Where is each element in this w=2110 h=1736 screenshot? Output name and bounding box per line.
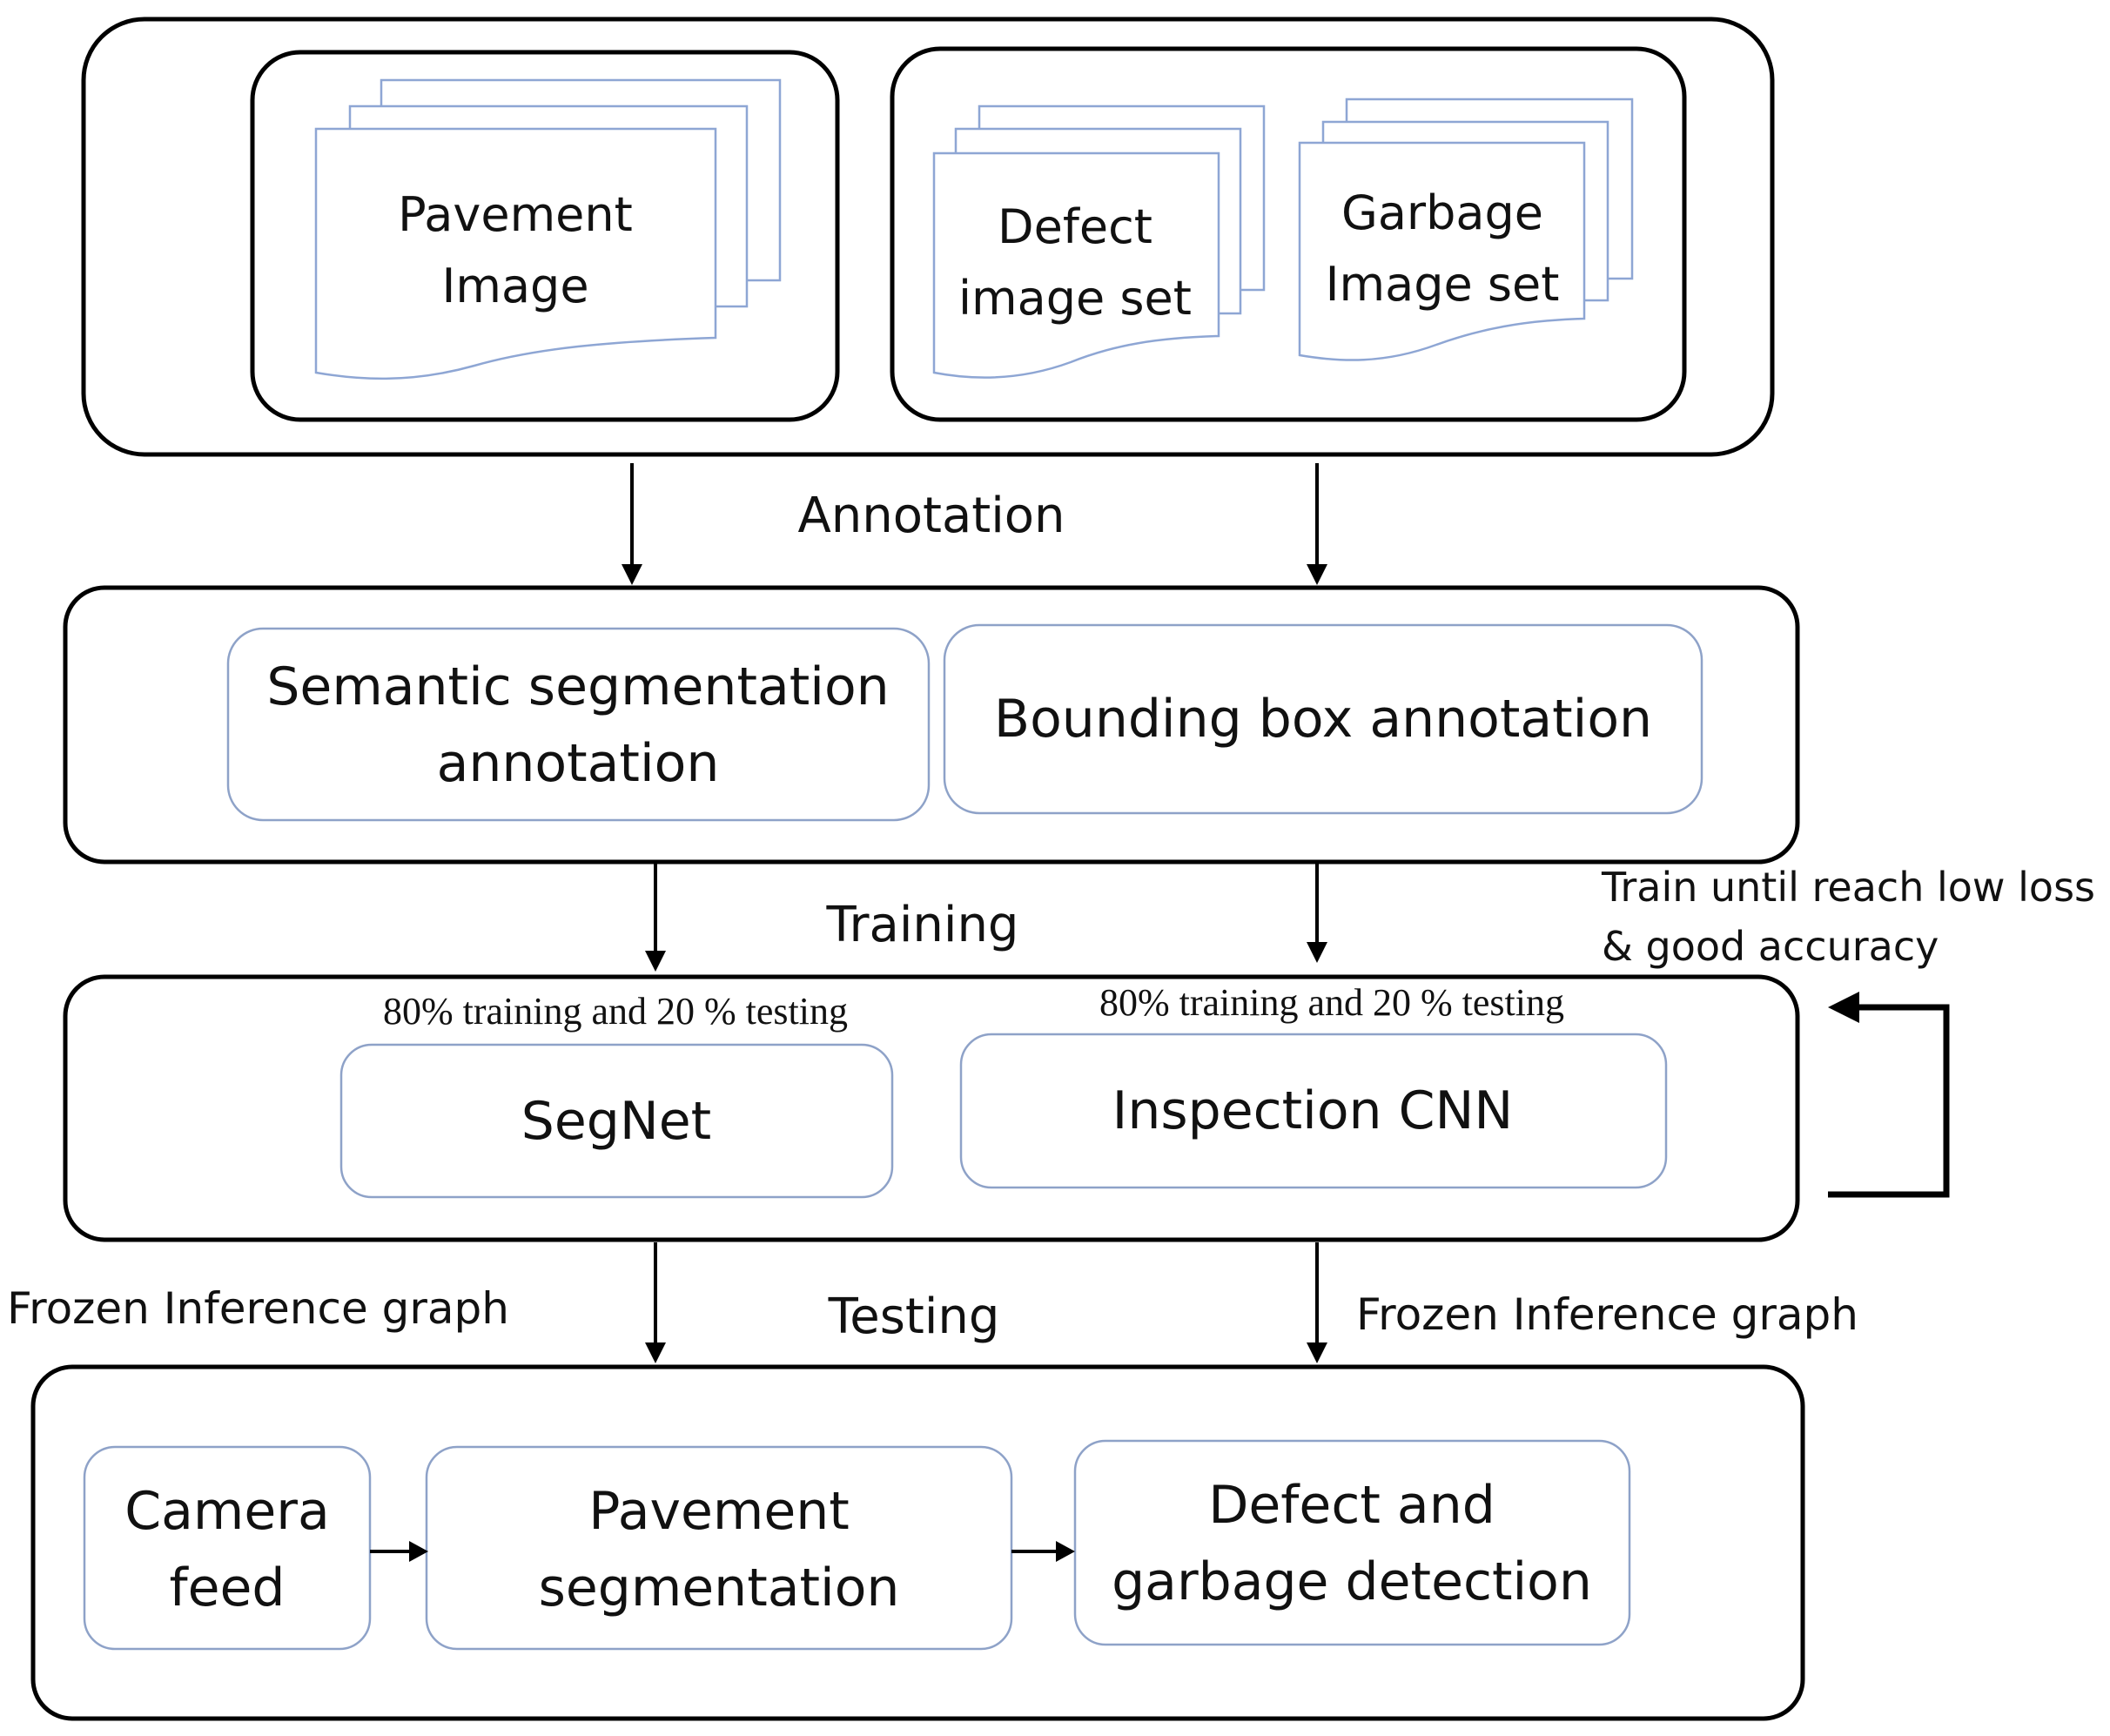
training-stage-label: Training [826,897,1019,953]
camera-feed-label: Camera feed [97,1473,358,1626]
testing-stage-label: Testing [828,1289,1000,1345]
cnn-split-label: 80% training and 20 % testing [1099,981,1565,1024]
annotation-stage-label: Annotation [797,488,1065,544]
camera-feed-line-2: feed [169,1558,286,1618]
pavement-segmentation-line-1: Pavement [588,1481,850,1542]
garbage-document-stack [1298,98,1634,361]
defect-detection-line-2: garbage detection [1112,1551,1592,1612]
pavement-segmentation-box [425,1445,1013,1651]
semantic-annotation-line-1: Semantic segmentation [266,656,890,717]
training-loop-note: Train until reach low loss & good accura… [1602,858,2095,976]
pavement-image-line-2: Image [441,259,589,313]
semantic-annotation-box [226,627,931,822]
pavement-document-stack [314,78,782,380]
bbox-annotation-box [943,623,1703,815]
pavement-segmentation-line-2: segmentation [538,1558,900,1618]
pavement-segmentation-label: Pavement segmentation [449,1473,989,1626]
defect-detection-label: Defect and garbage detection [1091,1467,1613,1620]
frozen-graph-left-label: Frozen Inference graph [7,1283,509,1334]
defect-document-stack [932,104,1266,379]
pavement-image-label: Pavement Image [359,179,672,322]
bbox-annotation-label: Bounding box annotation [993,689,1653,750]
semantic-annotation-label: Semantic segmentation annotation [239,649,917,802]
garbage-image-set-line-1: Garbage [1341,185,1543,240]
defect-detection-box [1073,1439,1631,1646]
defect-image-set-line-1: Defect [998,199,1152,254]
pavement-image-line-1: Pavement [398,187,633,242]
segnet-label: SegNet [521,1091,712,1152]
defect-image-set-label: Defect image set [936,192,1214,334]
inspection-cnn-label: Inspection CNN [1112,1080,1514,1141]
training-loop-note-line-1: Train until reach low loss [1602,864,2096,911]
garbage-image-set-label: Garbage Image set [1303,178,1582,320]
semantic-annotation-line-2: annotation [436,733,720,794]
garbage-image-set-line-2: Image set [1325,257,1560,312]
defect-image-set-line-2: image set [958,271,1192,326]
training-loop-arrow [1828,1004,1950,1198]
camera-feed-line-1: Camera [124,1481,330,1542]
training-loop-note-line-2: & good accuracy [1602,923,1939,970]
defect-detection-line-1: Defect and [1208,1475,1495,1536]
frozen-graph-right-label: Frozen Inference graph [1356,1289,1858,1340]
camera-feed-box [83,1445,372,1651]
inspection-cnn-box [959,1033,1668,1189]
segnet-split-label: 80% training and 20 % testing [382,990,849,1033]
segnet-box [339,1043,894,1199]
